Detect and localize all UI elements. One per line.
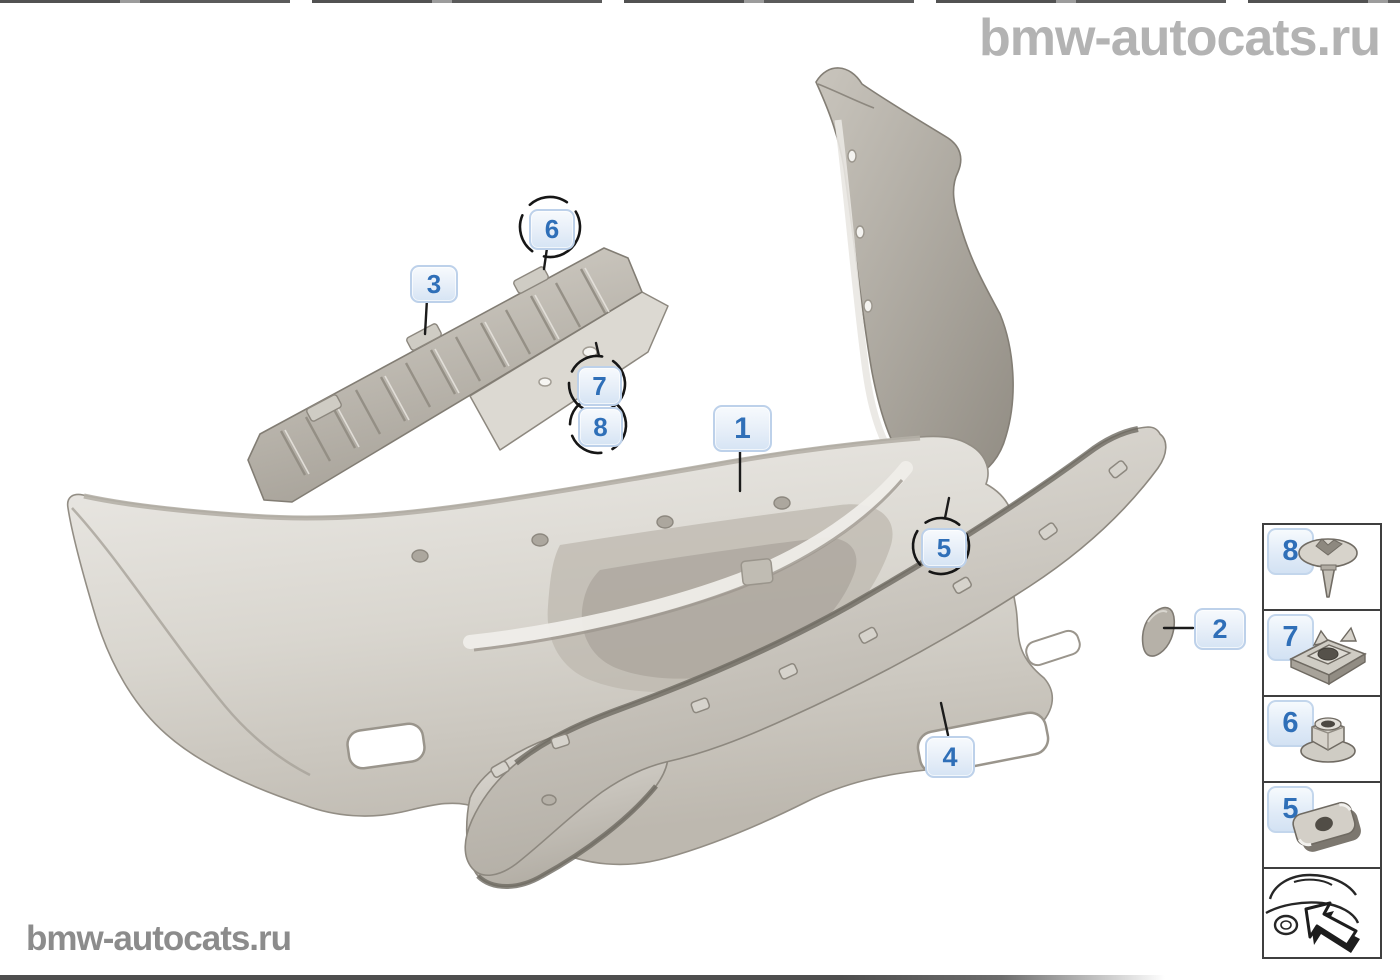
callout-7[interactable]: 7 xyxy=(577,366,622,406)
plastic-flange-nut-icon xyxy=(1300,717,1356,763)
callout-5[interactable]: 5 xyxy=(921,528,967,568)
car-direction-thumbnail[interactable] xyxy=(1262,867,1382,959)
callout-4[interactable]: 4 xyxy=(925,736,975,778)
cage-nut-icon xyxy=(1289,626,1367,686)
callout-8[interactable]: 8 xyxy=(578,407,623,447)
leader-lines xyxy=(423,246,1195,737)
callout-2[interactable]: 2 xyxy=(1194,608,1246,650)
part-impact-strip xyxy=(247,247,669,503)
watermark-bottom-left: bmw-autocats.ru xyxy=(26,919,292,958)
legend-item-7[interactable]: 7 xyxy=(1262,609,1382,697)
legend-item-8[interactable]: 8 xyxy=(1262,523,1382,611)
callout-1[interactable]: 1 xyxy=(713,405,772,452)
callout-3[interactable]: 3 xyxy=(410,265,458,303)
legend-item-6[interactable]: 6 xyxy=(1262,695,1382,783)
legend-number-6: 6 xyxy=(1267,700,1314,747)
expanding-rivet-icon xyxy=(1298,538,1358,598)
part-towing-eye-cover xyxy=(1141,606,1176,657)
callout-6[interactable]: 6 xyxy=(529,209,575,250)
watermark-top-right: bmw-autocats.ru xyxy=(978,9,1381,67)
car-direction-icon xyxy=(1265,873,1360,953)
part-lower-trim xyxy=(464,426,1167,889)
clip-nut-icon xyxy=(1292,801,1361,852)
fastener-legend: 8 7 6 xyxy=(1262,523,1382,959)
legend-item-5[interactable]: 5 xyxy=(1262,781,1382,869)
